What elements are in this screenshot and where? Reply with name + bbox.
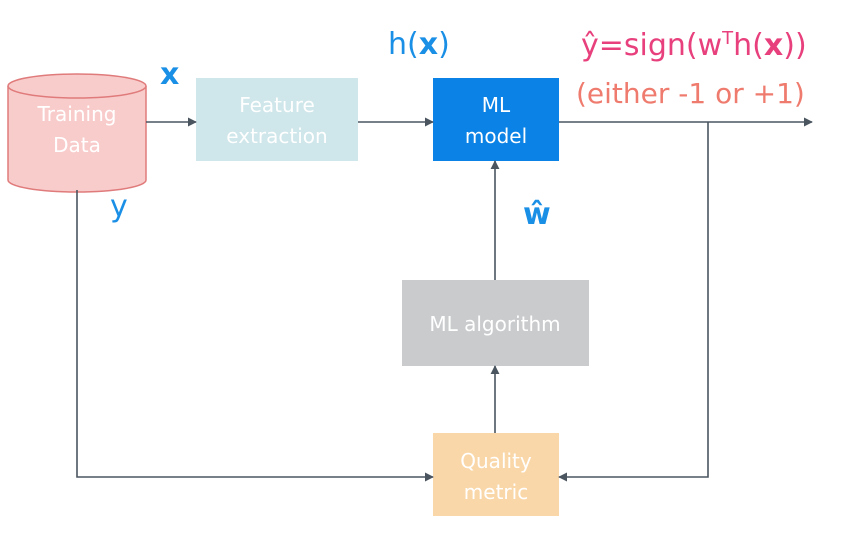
h-prefix: h(	[388, 27, 419, 62]
w-hat-label: ŵ	[523, 197, 551, 232]
output-x: x	[763, 28, 784, 63]
ml-model-label-2: model	[465, 124, 527, 148]
h-suffix: )	[438, 27, 450, 62]
h-of-x-label: h(x)	[388, 30, 450, 60]
feature-extraction-label-1: Feature	[239, 93, 315, 117]
ml-algorithm-label: ML algorithm	[429, 312, 560, 336]
quality-metric-label-2: metric	[464, 480, 528, 504]
edge-data-to-quality	[76, 190, 434, 482]
output-mid: h(	[733, 28, 764, 63]
y-label: y	[110, 189, 128, 224]
feature-extraction-node: Feature extraction	[196, 78, 358, 161]
output-formula: ŷ=sign(wTh(x))	[581, 30, 807, 61]
output-note: (either -1 or +1)	[576, 77, 805, 110]
edge-output-to-quality	[558, 122, 709, 482]
output-superscript: T	[722, 28, 734, 49]
training-data-label-2: Data	[53, 133, 101, 157]
feature-extraction-label-2: extraction	[226, 124, 327, 148]
quality-metric-label-1: Quality	[460, 449, 532, 473]
training-data-node: Training Data	[7, 73, 147, 193]
x-label: x	[160, 57, 180, 92]
ml-algorithm-node: ML algorithm	[402, 280, 589, 366]
output-prefix: ŷ=sign(w	[581, 28, 723, 63]
output-suffix: ))	[783, 28, 807, 63]
ml-model-label-1: ML	[482, 93, 511, 117]
h-x: x	[418, 27, 439, 62]
quality-metric-node: Quality metric	[433, 433, 559, 516]
ml-model-node: ML model	[433, 78, 559, 161]
training-data-label-1: Training	[37, 102, 117, 126]
edges	[76, 117, 813, 482]
